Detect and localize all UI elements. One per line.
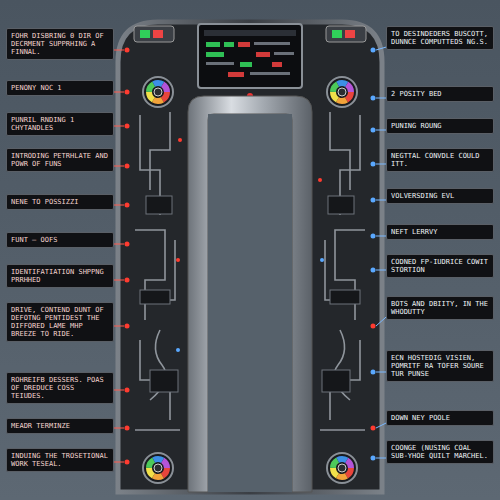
callout-text: NEGTTAL CONVDLE COULD ITT. xyxy=(391,152,489,168)
leader-line xyxy=(114,280,124,281)
callout-box: DRIVE, CONTEND DUNT OF DEFOTNG PENTIDEST… xyxy=(6,302,114,342)
callout-box: ECN HOSTEDIG VISIEN, POMRITF RA TOFER SO… xyxy=(386,350,494,382)
callout-box: DOWN NEY POOLE xyxy=(386,410,494,426)
callout-box: INDUING THE TROSETIONAL WORK TESEAL. xyxy=(6,448,114,472)
leader-line xyxy=(376,236,386,237)
callout-text: DRIVE, CONTEND DUNT OF DEFOTNG PENTIDEST… xyxy=(11,306,109,338)
callout-text: FUNT — OOFS xyxy=(11,236,109,244)
callout-box: PUNRIL RNDING 1 CHYTANDLES xyxy=(6,112,114,136)
callout-box: FOHR DISBRING 0 DIR OF DECRMENT SUPPRHIN… xyxy=(6,28,114,60)
callout-text: PENONY NOC 1 xyxy=(11,84,109,92)
callout-box: PENONY NOC 1 xyxy=(6,80,114,96)
callout-box: VOLVERSDING EVL xyxy=(386,188,494,204)
leader-line xyxy=(376,98,386,99)
callout-box: BOTS AND DBIITY, IN THE WHODUTTY xyxy=(386,296,494,320)
callout-text: TO DESINDEDERS BUSCOTT, DUNNCE COMPUTTED… xyxy=(391,30,489,46)
callout-box: NEFT LERRVY xyxy=(386,224,494,240)
leader-line xyxy=(376,458,386,459)
callout-box: NEGTTAL CONVDLE COULD ITT. xyxy=(386,148,494,172)
callout-text: PUNING ROUNG xyxy=(391,122,489,130)
callout-text: INDUING THE TROSETIONAL WORK TESEAL. xyxy=(11,452,109,468)
leader-line xyxy=(114,462,124,463)
callout-text: DOWN NEY POOLE xyxy=(391,414,489,422)
leader-line xyxy=(114,326,124,327)
leader-line xyxy=(114,50,124,51)
leader-line xyxy=(376,130,386,131)
leader-line xyxy=(114,244,124,245)
leader-line xyxy=(114,390,124,391)
callout-box: COONGE (NUSING COAL SUB-YHOE QUILT MARCH… xyxy=(386,440,494,464)
callout-box: MEADR TERMINZE xyxy=(6,418,114,434)
callout-box: FUNT — OOFS xyxy=(6,232,114,248)
callout-box: IDENTIFATIATION SHPPNG PRRHHED xyxy=(6,264,114,288)
callout-text: 2 POSITY BED xyxy=(391,90,489,98)
callout-text: INTRODING PETRHLATE AND POWR OF FUNS xyxy=(11,152,109,168)
callout-text: VOLVERSDING EVL xyxy=(391,192,489,200)
callout-box: 2 POSITY BED xyxy=(386,86,494,102)
callout-text: COONGE (NUSING COAL SUB-YHOE QUILT MARCH… xyxy=(391,444,489,460)
leader-line xyxy=(114,205,124,206)
callout-box: NENE TO POSSIZZI xyxy=(6,194,114,210)
leader-line xyxy=(376,423,386,428)
callout-text: PUNRIL RNDING 1 CHYTANDLES xyxy=(11,116,109,132)
callout-text: IDENTIFATIATION SHPPNG PRRHHED xyxy=(11,268,109,284)
leader-line xyxy=(114,428,124,429)
callout-text: CODNED FP-IUDRICE COWIT STORTION xyxy=(391,258,489,274)
callout-text: BOTS AND DBIITY, IN THE WHODUTTY xyxy=(391,300,489,316)
leader-line xyxy=(114,166,124,167)
leader-line xyxy=(376,270,386,271)
callout-box: TO DESINDEDERS BUSCOTT, DUNNCE COMPUTTED… xyxy=(386,26,494,50)
callout-text: FOHR DISBRING 0 DIR OF DECRMENT SUPPRHIN… xyxy=(11,32,109,56)
callout-text: ROHREIFB DESSERS. POAS OF DREDUCE COSS T… xyxy=(11,376,109,400)
leader-line xyxy=(376,317,386,326)
callout-text: NEFT LERRVY xyxy=(391,228,489,236)
callout-box: INTRODING PETRHLATE AND POWR OF FUNS xyxy=(6,148,114,172)
callout-text: MEADR TERMINZE xyxy=(11,422,109,430)
callout-text: ECN HOSTEDIG VISIEN, POMRITF RA TOFER SO… xyxy=(391,354,489,378)
callout-box: CODNED FP-IUDRICE COWIT STORTION xyxy=(386,254,494,278)
leader-line xyxy=(114,92,124,93)
callout-box: ROHREIFB DESSERS. POAS OF DREDUCE COSS T… xyxy=(6,372,114,404)
leader-line xyxy=(114,126,124,127)
callout-box: PUNING ROUNG xyxy=(386,118,494,134)
callout-text: NENE TO POSSIZZI xyxy=(11,198,109,206)
leader-line xyxy=(376,200,386,201)
leader-line xyxy=(376,47,386,50)
leader-line xyxy=(376,372,386,373)
leader-line xyxy=(376,164,386,165)
